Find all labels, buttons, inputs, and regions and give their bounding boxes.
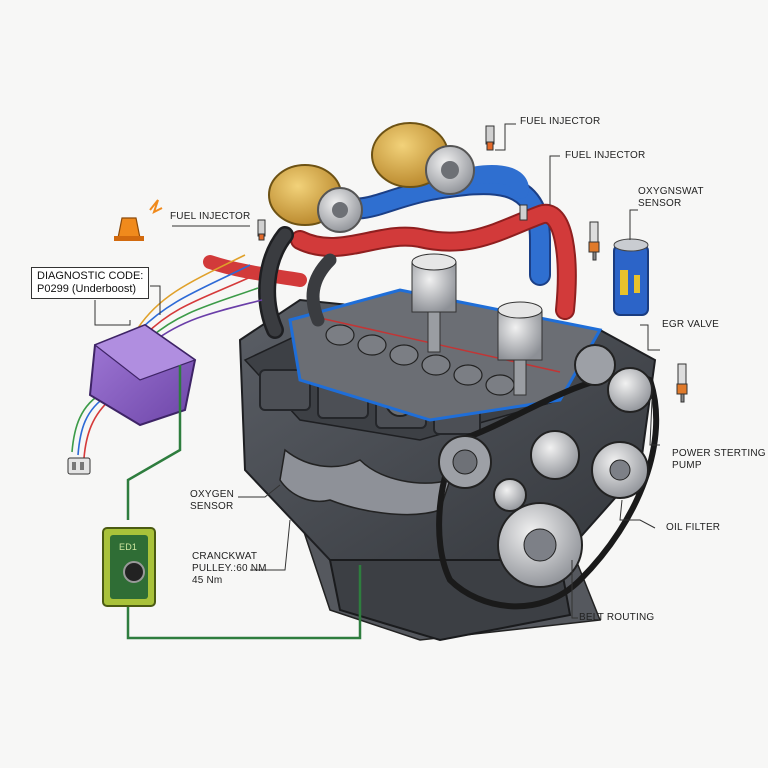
sensor-module-chip-text: ED1: [119, 542, 138, 552]
crankshaft-label-line1: CRANCKWAT: [192, 551, 258, 562]
wire-connector-icon: [67, 457, 91, 475]
pistons: [411, 253, 543, 396]
oxygen-sensor-label-top: OXYGNSWAT SENSOR: [638, 186, 704, 210]
leader-lines: [94, 123, 660, 619]
oxygen-sensor-canister: [613, 238, 649, 316]
ecu-module: [88, 323, 197, 427]
oxygen-sensor-label-lower-line1: OXYGEN: [190, 489, 234, 500]
power-steering-label-line1: POWER STERTING: [672, 448, 766, 459]
belt-routing-label: BELT ROUTING: [579, 612, 655, 623]
diagnostic-code-box: DIAGNOSTIC CODE: P0299 (Underboost): [31, 267, 150, 299]
spark-plug-icon: [588, 221, 688, 403]
turbo-right: [371, 122, 475, 195]
egr-valve-label: EGR VALVE: [662, 319, 720, 330]
fuel-injector-icon: [257, 125, 528, 241]
fuel-injector-label-left: FUEL INJECTOR: [170, 211, 251, 222]
pulleys: [436, 344, 660, 610]
diagnostic-code-title: DIAGNOSTIC CODE:: [37, 270, 144, 282]
sensor-module: [102, 527, 156, 607]
fuel-injector-label-top: FUEL INJECTOR: [520, 116, 601, 127]
signal-wire: [126, 365, 362, 640]
oxygen-sensor-label-top-line1: OXYGNSWAT: [638, 186, 704, 197]
power-steering-label-line2: PUMP: [672, 460, 702, 471]
oxygen-sensor-label-lower: OXYGEN SENSOR: [190, 489, 234, 513]
fuel-injector-label-mid: FUEL INJECTOR: [565, 150, 646, 161]
warning-light-icon: [114, 199, 163, 241]
oil-filter-label: OIL FILTER: [666, 522, 721, 533]
oxygen-sensor-label-lower-line2: SENSOR: [190, 501, 234, 512]
diagnostic-code-value: P0299 (Underboost): [37, 283, 137, 295]
power-steering-label: POWER STERTING PUMP: [672, 448, 766, 472]
crankshaft-label-line2: PULLEY.:60 NM: [192, 563, 267, 574]
turbo-left: [268, 164, 363, 233]
crankshaft-label-line3: 45 Nm: [192, 575, 223, 586]
oxygen-sensor-label-top-line2: SENSOR: [638, 198, 682, 209]
crankshaft-pulley-label: CRANCKWAT PULLEY.:60 NM 45 Nm: [192, 551, 267, 587]
